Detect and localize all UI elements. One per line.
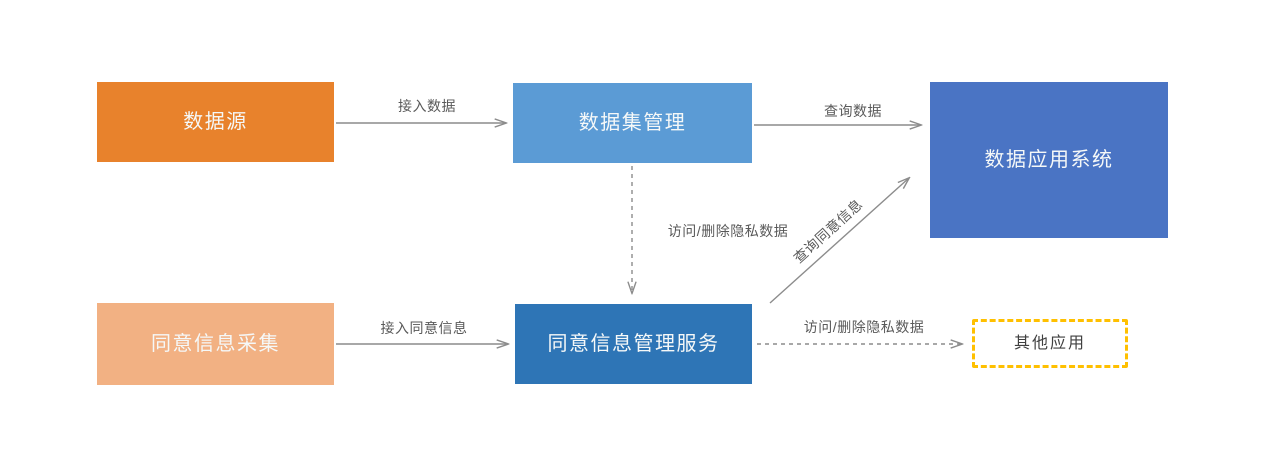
node-data-application-system-label: 数据应用系统 bbox=[984, 149, 1114, 171]
edge-label-access-consent: 接入同意信息 bbox=[380, 320, 468, 336]
edge-label-access-delete-private-top: 访问/删除隐私数据 bbox=[667, 223, 789, 239]
node-other-applications-label: 其他应用 bbox=[1013, 334, 1086, 352]
node-consent-info-management-service-label: 同意信息管理服务 bbox=[547, 333, 720, 355]
node-dataset-management-label: 数据集管理 bbox=[578, 112, 687, 134]
node-data-application-system: 数据应用系统 bbox=[930, 82, 1168, 238]
edge-label-access-data: 接入数据 bbox=[398, 98, 456, 114]
edge-query-consent bbox=[769, 178, 909, 304]
node-data-source: 数据源 bbox=[97, 82, 334, 162]
node-dataset-management: 数据集管理 bbox=[513, 83, 752, 163]
node-other-applications: 其他应用 bbox=[972, 319, 1128, 368]
node-consent-info-management-service: 同意信息管理服务 bbox=[515, 304, 752, 384]
edge-label-access-delete-private-bottom: 访问/删除隐私数据 bbox=[803, 319, 925, 335]
edge-label-query-data: 查询数据 bbox=[824, 103, 882, 119]
node-consent-info-collection: 同意信息采集 bbox=[97, 303, 334, 385]
node-data-source-label: 数据源 bbox=[183, 111, 248, 133]
node-consent-info-collection-label: 同意信息采集 bbox=[151, 333, 280, 355]
